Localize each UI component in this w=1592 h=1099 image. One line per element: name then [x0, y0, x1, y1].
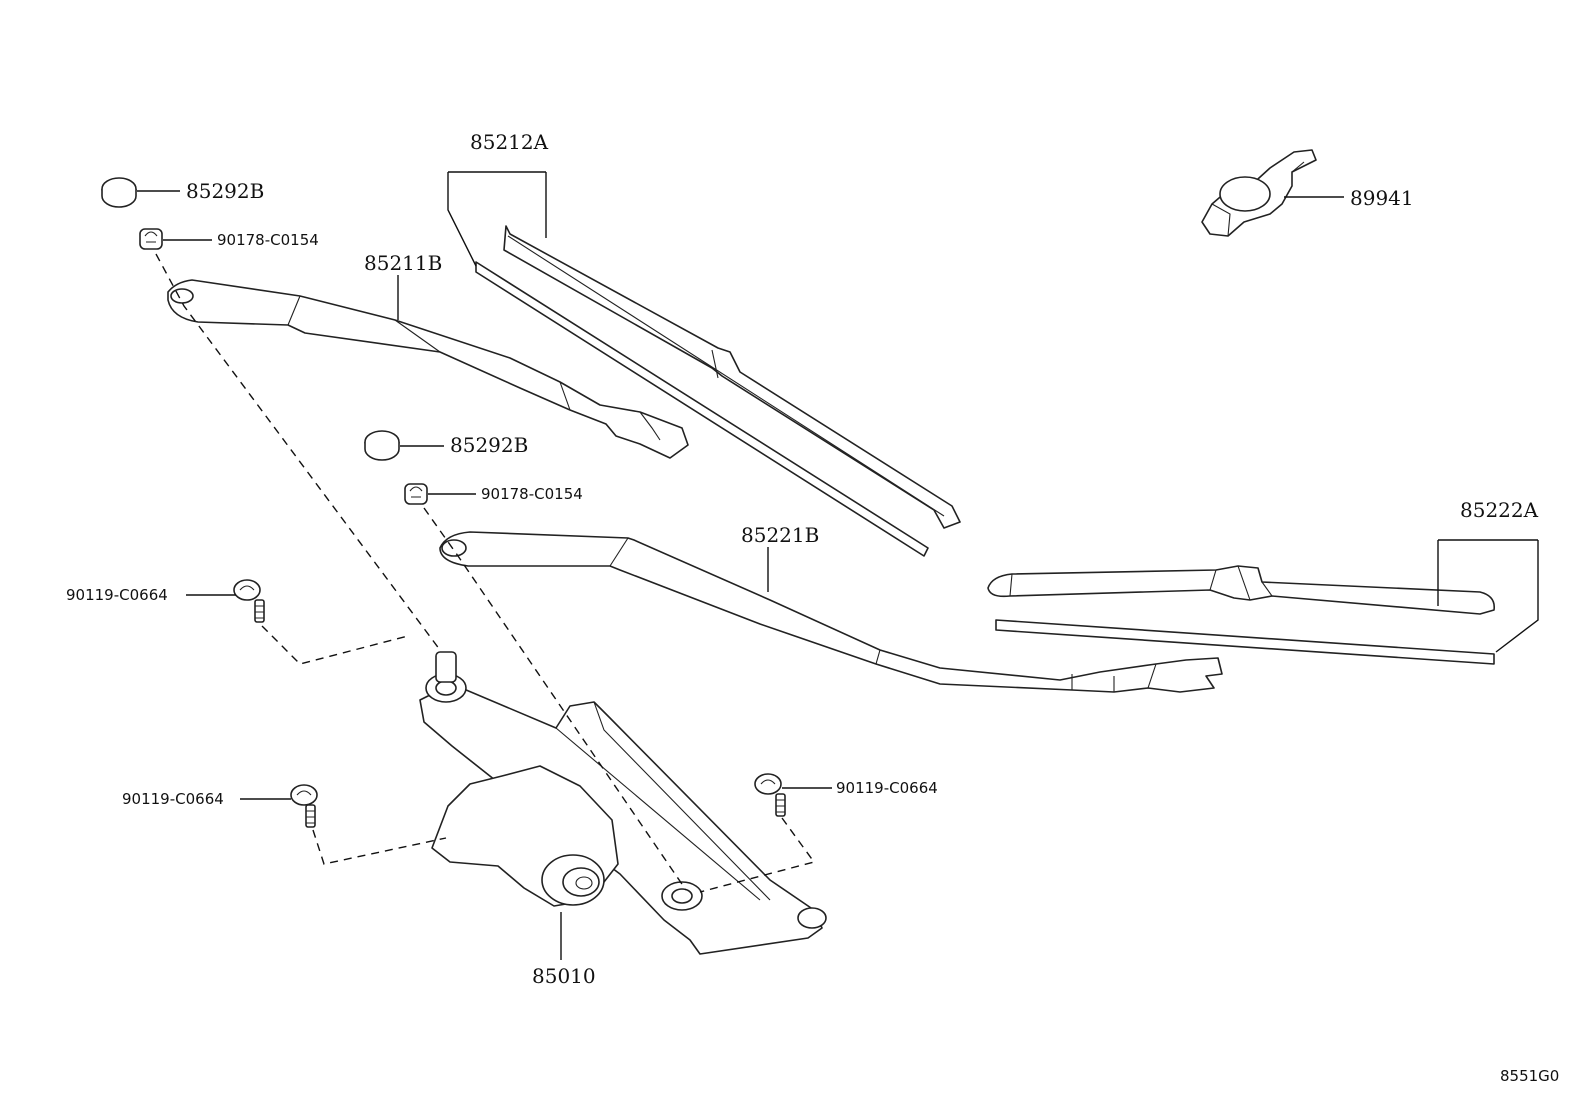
assembly-line-bolt-b [312, 829, 447, 865]
wiper-blade-left[interactable] [475, 225, 961, 557]
cap-part-b[interactable] [364, 430, 400, 461]
label-bolt-b: 90119-C0664 [122, 790, 224, 808]
label-blade-left: 85212A [470, 130, 549, 154]
assembly-line-bolt-a [261, 625, 409, 665]
label-arm-left: 85211B [364, 251, 442, 275]
label-blade-right: 85222A [1460, 498, 1539, 522]
label-nut-a: 90178-C0154 [217, 231, 319, 249]
assembly-line-bolt-c [699, 817, 816, 893]
nut-part-b[interactable] [404, 483, 428, 505]
label-bolt-c: 90119-C0664 [836, 779, 938, 797]
label-cap-b: 85292B [450, 433, 528, 457]
label-cap-a: 85292B [186, 179, 264, 203]
bracket-blade-right [1437, 539, 1539, 653]
bracket-blade-left [447, 171, 547, 267]
label-arm-right: 85221B [741, 523, 819, 547]
diagram-code: 8551G0 [1500, 1067, 1559, 1085]
wiper-arm-right[interactable] [439, 531, 1223, 693]
cap-part-a[interactable] [101, 177, 137, 208]
assembly-line-nut-b [423, 507, 687, 891]
bolt-part-c[interactable] [754, 773, 786, 817]
wiper-arm-left[interactable] [167, 279, 689, 459]
wiper-motor-link-assembly[interactable] [419, 651, 827, 955]
bolt-part-b[interactable] [290, 784, 318, 828]
label-motor: 85010 [532, 964, 596, 988]
assembly-line-nut-a [155, 253, 441, 651]
label-nut-b: 90178-C0154 [481, 485, 583, 503]
nut-part-a[interactable] [139, 228, 163, 250]
bolt-part-a[interactable] [233, 579, 265, 623]
label-bolt-a: 90119-C0664 [66, 586, 168, 604]
wiper-blade-right[interactable] [987, 565, 1496, 665]
label-sensor: 89941 [1350, 186, 1414, 210]
rain-sensor[interactable] [1201, 149, 1317, 237]
